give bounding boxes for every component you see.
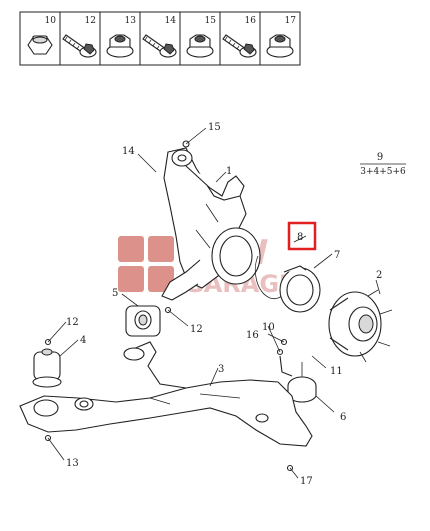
callout-16: 16 xyxy=(246,330,259,341)
callout-1: 1 xyxy=(226,166,232,177)
callout-8-highlight xyxy=(287,221,317,251)
callout-2: 2 xyxy=(376,270,382,281)
callout-15: 15 xyxy=(208,122,221,133)
legend-box-14: 14 xyxy=(139,12,177,65)
flange-bolt-icon xyxy=(62,34,97,58)
callout-10: 10 xyxy=(262,322,275,333)
callout-12b: 12 xyxy=(66,317,79,328)
kit-number: 9 xyxy=(377,152,383,163)
ball-joint xyxy=(279,355,317,403)
legend-box-15: 15 xyxy=(179,12,217,65)
callout-4: 4 xyxy=(80,335,86,346)
callout-12a: 12 xyxy=(190,324,203,335)
steering-knuckle xyxy=(161,147,261,301)
legend-number: 12 xyxy=(85,16,96,26)
flange-bolt-icon xyxy=(222,34,257,58)
callout-11: 11 xyxy=(330,366,343,377)
flange-bolt-icon xyxy=(142,34,177,58)
callout-7: 7 xyxy=(334,250,340,261)
kit-composition: 3+4+5+6 xyxy=(360,167,406,177)
hex-nut-icon xyxy=(27,35,53,55)
watermark-tile-icon xyxy=(118,266,144,292)
flange-nut-icon xyxy=(186,34,214,58)
wheel-hub xyxy=(328,289,393,363)
legend-box-12: 12 xyxy=(59,12,97,65)
legend-box-13: 13 xyxy=(99,12,137,65)
callout-13: 13 xyxy=(66,458,79,469)
legend-box-10: 10 xyxy=(27,16,57,55)
callout-14: 14 xyxy=(122,146,135,157)
hub-bearing xyxy=(279,265,321,313)
flange-nut-icon xyxy=(266,34,294,58)
legend-number: 13 xyxy=(125,16,137,26)
legend-number: 15 xyxy=(205,16,217,26)
callouts: 1 2 3 4 5 6 7 8 10 11 12 12 13 14 15 16 … xyxy=(66,122,382,487)
legend-number: 14 xyxy=(165,16,177,26)
flange-nut-icon xyxy=(106,34,134,58)
control-arm-bushing xyxy=(125,305,161,337)
legend-number: 17 xyxy=(285,16,297,26)
front-bushing xyxy=(32,348,62,388)
legend-frame xyxy=(19,11,301,66)
legend-box-16: 16 xyxy=(219,12,257,65)
leader-lines xyxy=(47,127,381,479)
callout-8: 8 xyxy=(297,232,303,243)
callout-17: 17 xyxy=(300,476,313,487)
legend-number: 16 xyxy=(245,16,257,26)
lower-control-arm xyxy=(19,341,313,447)
kit-fraction: 9 3+4+5+6 xyxy=(360,152,406,177)
legend-number: 10 xyxy=(45,16,57,26)
watermark-gear-icon xyxy=(148,236,174,262)
legend-strip: 10 12 13 14 15 16 17 xyxy=(19,11,301,66)
callout-5: 5 xyxy=(112,288,118,299)
callout-6: 6 xyxy=(340,412,346,423)
watermark-tile-icon xyxy=(118,236,144,262)
legend-box-17: 17 xyxy=(259,12,297,65)
legend-boxes: 10 12 13 14 15 16 17 xyxy=(27,12,297,65)
callout-3: 3 xyxy=(218,364,224,375)
